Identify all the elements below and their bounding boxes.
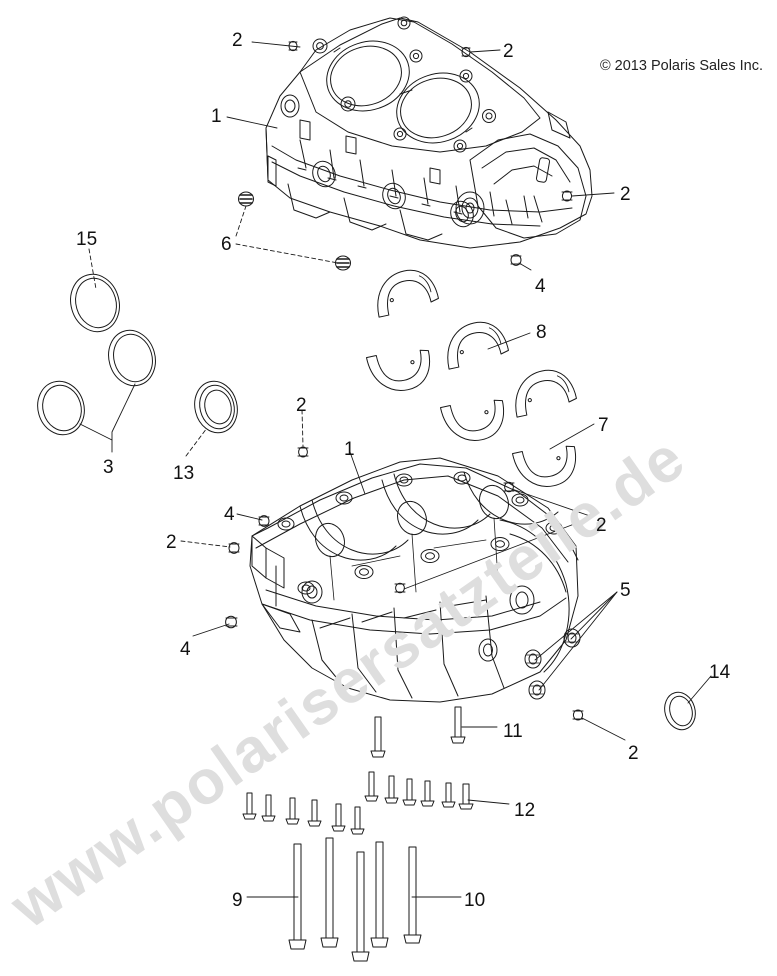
callout-number-8: 8 [536, 322, 547, 343]
upper-crankcase-half [265, 16, 593, 249]
plug-6-lower [335, 255, 351, 271]
callout-number-4: 4 [224, 504, 235, 525]
callout-number-3: 3 [103, 457, 114, 478]
callout-number-1: 1 [344, 439, 355, 460]
callout-number-2: 2 [232, 30, 243, 51]
seal-ring-13 [194, 380, 238, 434]
callout-number-11: 11 [503, 721, 523, 742]
callout-number-2: 2 [620, 184, 631, 205]
bushing-group-5 [524, 628, 581, 700]
callout-number-4: 4 [535, 276, 546, 297]
o-ring-3-b [37, 380, 85, 436]
plug-6-upper [238, 191, 254, 207]
callout-number-9: 9 [232, 890, 243, 911]
flange-bolt-group [242, 706, 474, 835]
dowel-pin-group [225, 40, 584, 721]
callout-number-7: 7 [598, 415, 609, 436]
bearing-shell-group [365, 269, 577, 487]
callout-number-4: 4 [180, 639, 191, 660]
o-ring-3-a [108, 329, 156, 387]
callout-number-12: 12 [514, 800, 536, 821]
callout-number-2: 2 [503, 41, 514, 62]
callout-number-2: 2 [628, 743, 639, 764]
callout-number-6: 6 [221, 234, 232, 255]
callout-number-10: 10 [464, 890, 486, 911]
callout-number-2: 2 [296, 395, 307, 416]
lower-crankcase-half [249, 457, 579, 703]
callout-number-1: 1 [211, 106, 222, 127]
long-stud-bolt-group [288, 837, 422, 962]
callout-number-14: 14 [709, 662, 731, 683]
leader-lines [79, 41, 712, 898]
o-ring-15 [70, 273, 120, 333]
callout-number-15: 15 [76, 229, 98, 250]
callout-number-5: 5 [620, 580, 631, 601]
callout-number-2: 2 [596, 515, 607, 536]
callout-number-13: 13 [173, 463, 195, 484]
o-ring-14 [664, 691, 696, 731]
copyright-notice: © 2013 Polaris Sales Inc. [599, 58, 763, 74]
callout-number-2: 2 [166, 532, 177, 553]
